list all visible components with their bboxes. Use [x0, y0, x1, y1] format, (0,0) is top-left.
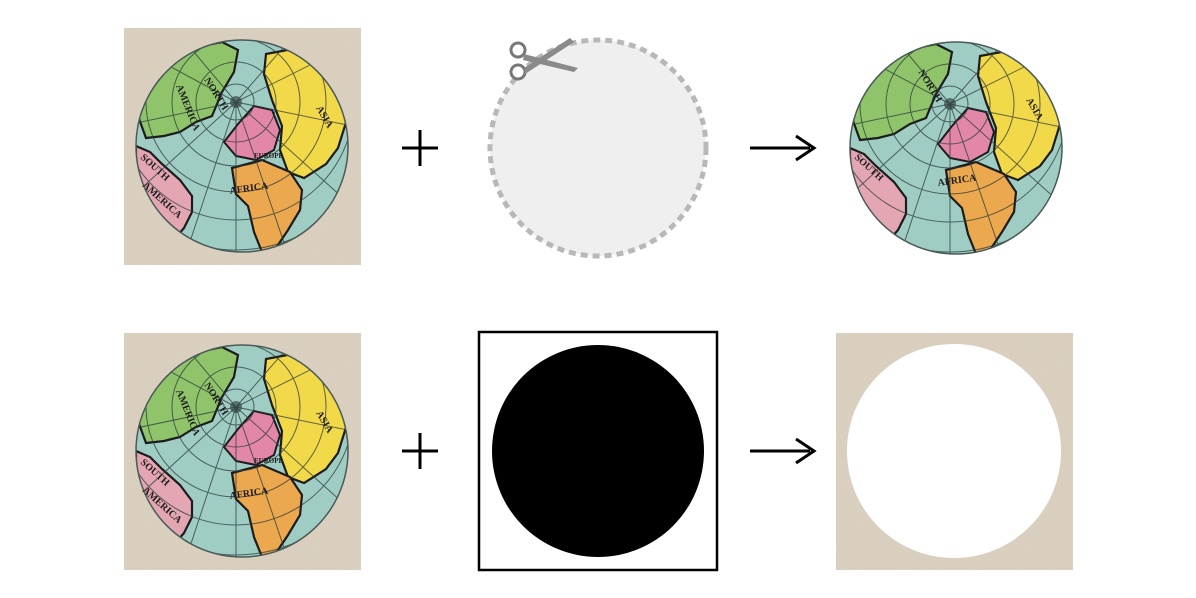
result-clipped-globe: [802, 0, 1098, 268]
label-africa-2: AFRICA: [229, 486, 270, 502]
clip-circle-shape: [487, 37, 709, 259]
arrow-row2: [750, 437, 817, 465]
plus-operator-row1: [402, 130, 438, 166]
label-europe-2: EUROPE: [254, 457, 284, 465]
mask-shape: [477, 330, 719, 572]
label-europe-1: EUROPE: [254, 152, 284, 160]
label-africa-1: AFRICA: [229, 181, 270, 197]
svg-text:AFRICA: AFRICA: [937, 173, 978, 189]
arrow-row1: [750, 134, 817, 162]
scissors-icon: [509, 38, 578, 81]
result-parchment-with-hole: [836, 333, 1073, 570]
source-map-tile-row2: NORTH AMERICA ASIA EUROPE AFRICA SOUTH A…: [88, 259, 384, 571]
source-map-tile-row1: NORTH AMERICA ASIA EUROPE AFRICA SOUTH A…: [88, 0, 384, 266]
plus-operator-row2: [402, 433, 438, 469]
